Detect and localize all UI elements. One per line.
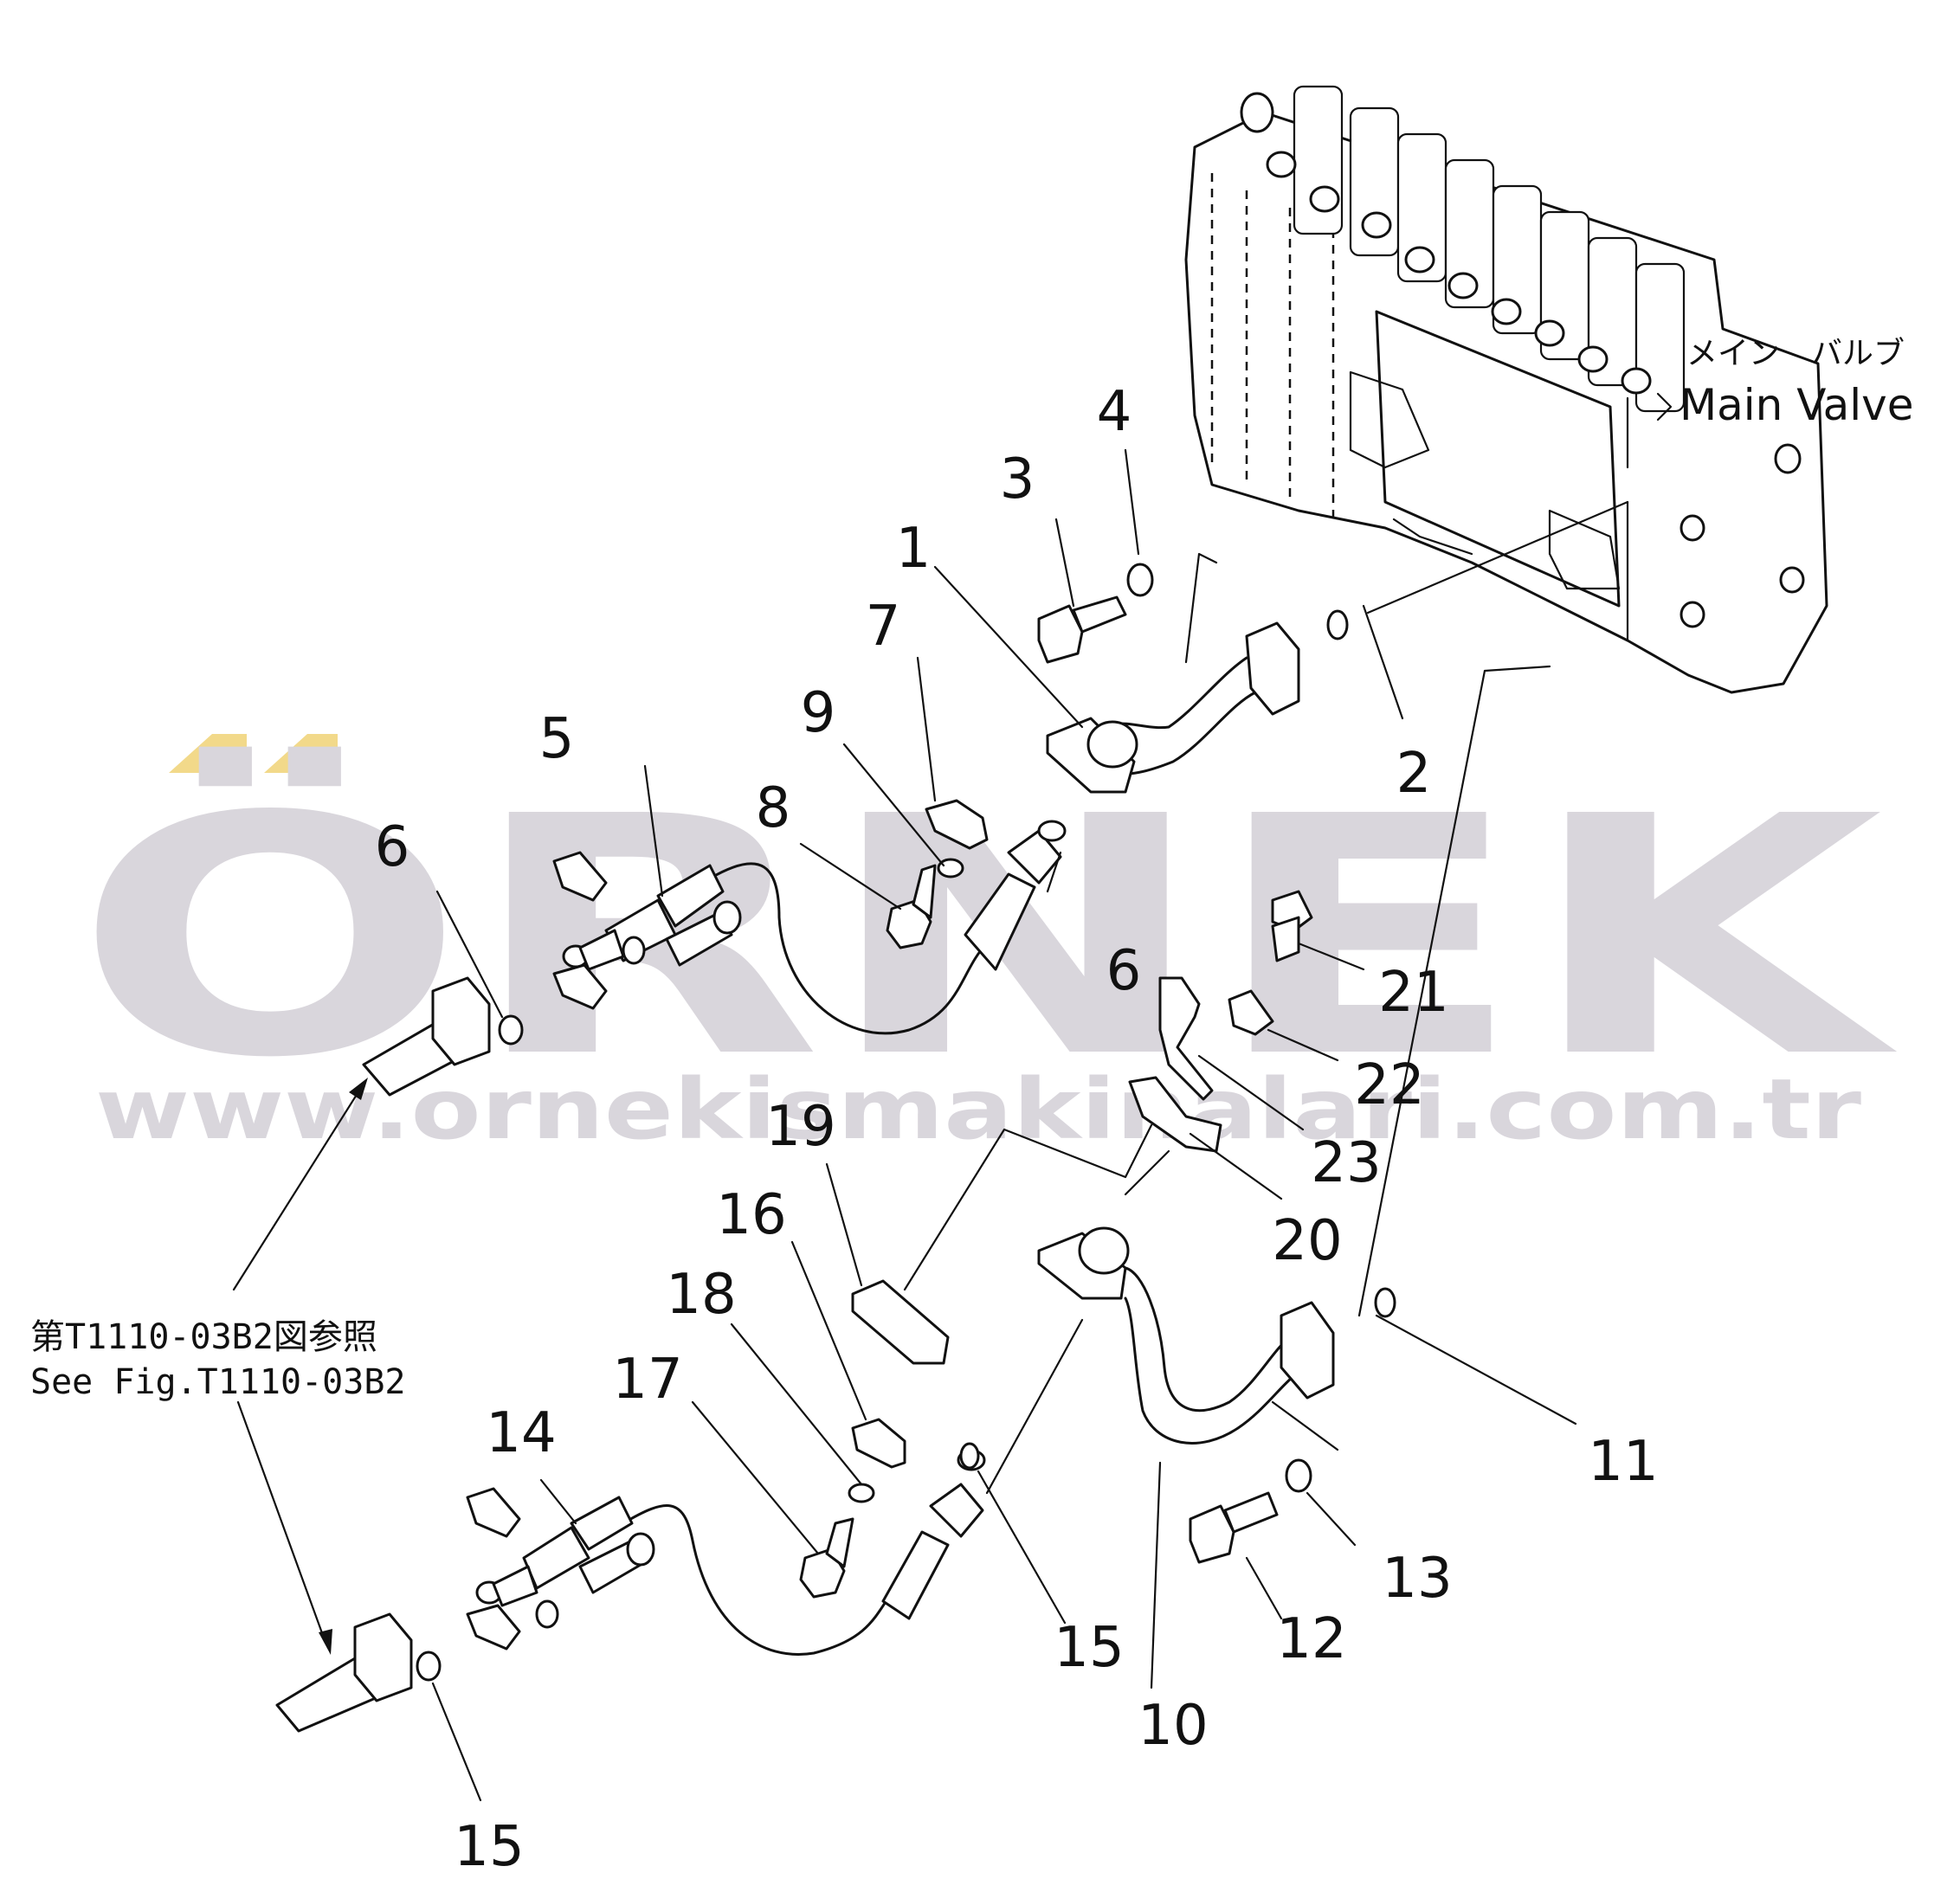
callout-17: 17 <box>612 1348 682 1412</box>
reference-note-jp: 第T1110-03B2図参照 <box>30 1317 377 1357</box>
bolt-8 <box>886 864 937 949</box>
hose-14 <box>466 1449 986 1656</box>
clamp-23 <box>1158 976 1214 1101</box>
tube-end-upper <box>362 976 524 1097</box>
o-ring-2 <box>1326 609 1349 640</box>
clamp-16 <box>851 1418 906 1469</box>
washer-4 <box>1126 563 1154 597</box>
tube-end-lower <box>275 1612 442 1733</box>
callout-4: 4 <box>1097 380 1132 444</box>
callout-18: 18 <box>666 1263 736 1327</box>
reference-note-en: See Fig.T1110-03B2 <box>30 1362 405 1402</box>
callout-9: 9 <box>801 681 836 745</box>
callout-19: 19 <box>765 1095 835 1159</box>
callout-14: 14 <box>486 1401 556 1465</box>
callout-12: 12 <box>1276 1607 1346 1671</box>
bolt-12 <box>1189 1491 1279 1564</box>
callout-15-bottom: 15 <box>454 1815 524 1879</box>
washer-13 <box>1285 1458 1312 1493</box>
callout-13: 13 <box>1382 1547 1452 1611</box>
callout-23: 23 <box>1311 1131 1381 1195</box>
callout-7: 7 <box>866 595 901 659</box>
callout-6-left: 6 <box>375 815 410 879</box>
watermark-accent-right <box>264 734 338 773</box>
plate-22 <box>1228 989 1274 1036</box>
callout-21: 21 <box>1378 961 1448 1025</box>
watermark-url: www.ornekismakinalari.com.tr <box>95 1061 1862 1158</box>
reference-arrows <box>232 1078 368 1655</box>
leader-lines <box>431 448 1629 1802</box>
washer-18 <box>848 1483 875 1503</box>
washer-9 <box>937 858 964 878</box>
bolt-21 <box>1271 890 1313 962</box>
callout-2: 2 <box>1396 742 1432 806</box>
callout-15-center: 15 <box>1054 1616 1124 1680</box>
callout-3: 3 <box>1000 447 1035 512</box>
tube-1 <box>1046 621 1300 794</box>
main-valve-label-jp: メイン バルブ <box>1686 336 1905 371</box>
callout-numbers: 1 2 3 4 5 6 6 7 8 9 10 11 12 13 14 15 15… <box>375 380 1659 1879</box>
o-ring-15-upper <box>959 1442 980 1470</box>
callout-8: 8 <box>756 776 791 840</box>
o-ring-11 <box>1374 1287 1396 1318</box>
hose-5 <box>552 820 1067 1035</box>
bolt-3 <box>1037 595 1127 664</box>
plate-19 <box>851 1279 950 1365</box>
callout-1: 1 <box>896 517 932 581</box>
main-valve-label-en: Main Valve <box>1680 380 1913 430</box>
callout-20: 20 <box>1272 1209 1342 1273</box>
callout-22: 22 <box>1354 1053 1424 1117</box>
callout-10: 10 <box>1138 1694 1208 1758</box>
callout-16: 16 <box>716 1183 786 1247</box>
bracket-20 <box>1128 1076 1222 1153</box>
tube-10 <box>1037 1226 1335 1445</box>
callout-5: 5 <box>539 707 575 771</box>
clamp-7 <box>925 799 989 850</box>
bolt-17 <box>799 1517 854 1599</box>
callout-6-right: 6 <box>1106 939 1142 1003</box>
watermark-accent-left <box>169 734 247 773</box>
callout-11: 11 <box>1588 1430 1658 1494</box>
